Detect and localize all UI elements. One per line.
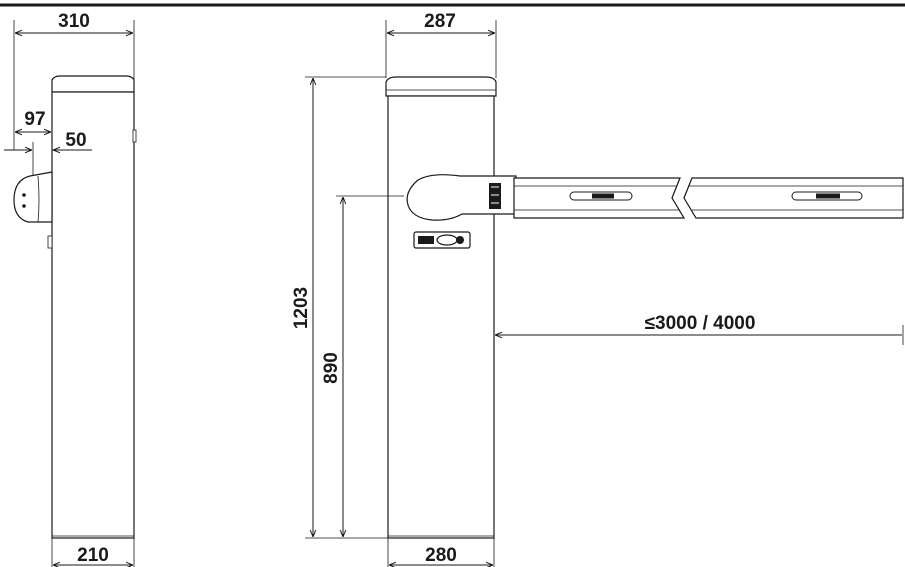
side-cabinet [51,91,135,539]
dim-97-label: 97 [24,109,45,130]
front-cover [385,76,497,97]
dim-280-label: 280 [425,545,457,566]
dim-50-label: 50 [65,130,86,151]
dim-boom-length-label: ≤3000 / 4000 [645,313,756,334]
front-cabinet [387,95,495,539]
dim-890-label: 890 [321,352,342,384]
dim-310-label: 310 [58,11,90,32]
dim-210-label: 210 [77,545,109,566]
dim-287-label: 287 [424,11,456,32]
dim-1203-label: 1203 [291,287,312,329]
side-cover [51,75,135,93]
side-view: 310 97 50 210 [4,11,137,567]
side-arm-hub [13,171,53,223]
arm-hub [406,174,517,221]
boom-arm [513,177,904,219]
front-view: 287 [291,11,904,567]
